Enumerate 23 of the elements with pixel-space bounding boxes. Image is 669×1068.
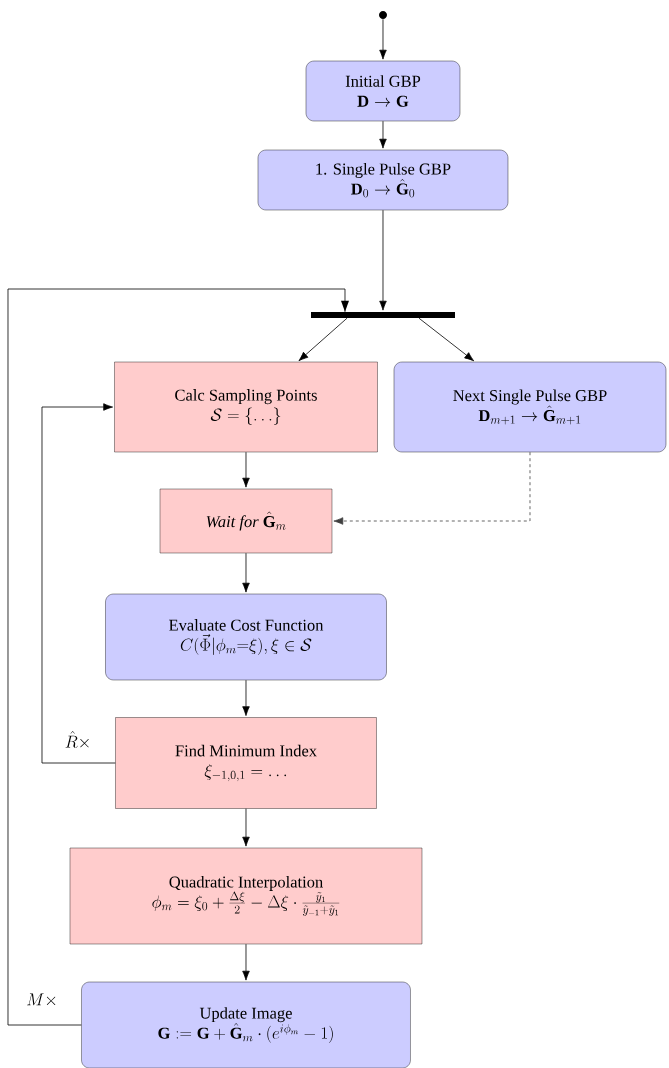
- process-box: Quadratic Interpolation $\phi_m = \xi_0 + \frac{\Delta\xi}{2} - \Delta\xi \cdot \frac{\tilde{y}_1}{\tilde{y}_{-1}+\tilde{y}_1}$: [69, 847, 423, 945]
- arrow: [242, 451, 250, 488]
- arrow: [418, 317, 475, 362]
- process-box: Update Image $\mathbf{G} := \mathbf{G} + \hat{\mathbf{G}}_m \cdot (e^{i\phi_m} - 1)$: [81, 981, 411, 1068]
- arrow: [379, 18, 387, 60]
- process-box: Initial GBP $\mathbf{D} \rightarrow \mathbf{G}$: [305, 60, 461, 122]
- process-box: 1. Single Pulse GBP $\mathbf{D}_0 \rightarrow \hat{\mathbf{G}}_0$: [257, 149, 509, 211]
- process-box: Wait for $\hat{\mathbf{G}}_m$: [159, 488, 333, 554]
- edge-label: $M\times$: [25, 992, 59, 1008]
- arrow: [242, 943, 250, 981]
- arrow: [333, 451, 531, 525]
- process-box: Find Minimum Index $\xi_{-1,0,1} = \dots$: [115, 717, 377, 809]
- process-box: Calc Sampling Points $\mathcal{S} = \{\dots\}$: [114, 361, 378, 453]
- arrow: [242, 679, 250, 716]
- arrow: [242, 552, 250, 593]
- process-box: Next Single Pulse GBP $\mathbf{D}_{m+1} \rightarrow \hat{\mathbf{G}}_{m+1}$: [393, 361, 667, 453]
- arrow: [379, 209, 387, 311]
- edge-label: $\hat{R}\times$: [63, 730, 93, 750]
- arrow: [242, 808, 250, 847]
- arrow: [41, 403, 116, 764]
- arrow: [298, 317, 348, 362]
- process-box: Evaluate Cost Function $C(\vec{\Phi}|\phi_m{=}\xi), \xi \in \mathcal{S}$: [105, 593, 387, 681]
- arrow: [379, 120, 387, 149]
